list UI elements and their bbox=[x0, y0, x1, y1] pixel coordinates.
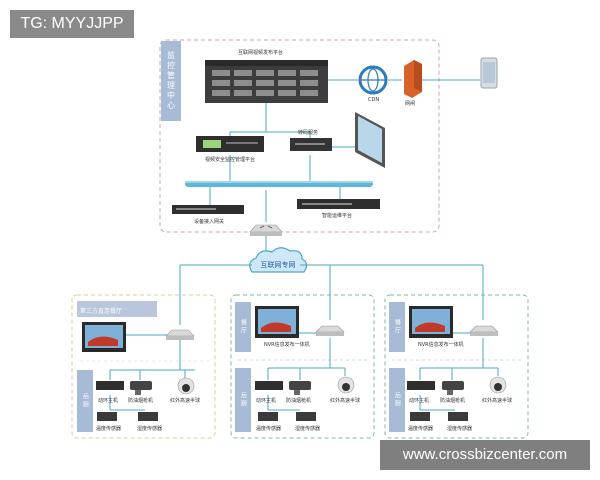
site2-sensor1-label: 温度传感器 bbox=[256, 426, 282, 432]
site3-devices bbox=[389, 302, 524, 432]
phone-icon bbox=[480, 57, 498, 89]
release-platform-label: 互联网视频发布平台 bbox=[238, 50, 284, 56]
cloud-label: 互联网专网 bbox=[260, 261, 296, 269]
site1-border bbox=[71, 294, 216, 439]
site2-border bbox=[230, 294, 375, 439]
site2-cam2-label: 红外高速半球 bbox=[330, 398, 361, 404]
access-gateway-device bbox=[172, 205, 244, 214]
access-gateway-label: 设备接入网关 bbox=[194, 219, 225, 225]
firewall-icon bbox=[404, 60, 422, 98]
site2-side-label: 后厨 bbox=[239, 392, 247, 408]
transcoding-server bbox=[290, 138, 332, 151]
site1-cam1-label: 防油烟枪机 bbox=[128, 398, 154, 404]
site1-nvr-label: 动环主机 bbox=[98, 398, 119, 404]
site2-devices bbox=[235, 302, 370, 432]
site1-header: 第三方直连餐厅 bbox=[80, 308, 123, 315]
site3-video-label: NVR信息发布一体机 bbox=[418, 342, 464, 348]
site2-cam1-label: 防油烟枪机 bbox=[286, 398, 312, 404]
site3-header: 餐厅 bbox=[393, 319, 401, 335]
security-platform-device bbox=[196, 136, 264, 152]
watermark-banner: www.crossbizcenter.com bbox=[380, 440, 590, 470]
cdn-globe-icon bbox=[358, 65, 388, 95]
site3-sensor2-label: 湿度传感器 bbox=[447, 426, 473, 432]
site1-sensor1-label: 温度传感器 bbox=[96, 426, 122, 432]
ops-platform-label: 智能运维平台 bbox=[322, 213, 353, 219]
site2-sensor2-label: 湿度传感器 bbox=[295, 426, 321, 432]
gateway-label: 网闸 bbox=[405, 101, 416, 107]
site3-cam1-label: 防油烟枪机 bbox=[440, 398, 466, 404]
security-platform-label: 视频安全监控管理平台 bbox=[205, 157, 256, 163]
site1-devices bbox=[77, 301, 210, 432]
site3-side-label: 后厨 bbox=[393, 392, 401, 408]
site3-nvr-label: 动环主机 bbox=[409, 398, 430, 404]
top-side-label-bg bbox=[161, 41, 181, 121]
site3-cam2-label: 红外高速半球 bbox=[482, 398, 513, 404]
monitor-screen bbox=[355, 112, 385, 168]
site2-nvr-label: 动环主机 bbox=[256, 398, 277, 404]
core-switch-icon bbox=[249, 224, 283, 236]
site2-header: 餐厅 bbox=[239, 319, 247, 335]
site3-border bbox=[384, 294, 529, 439]
site1-side-label: 后厨 bbox=[81, 393, 89, 409]
release-platform-server bbox=[205, 60, 328, 103]
top-side-label: 监控管理中心 bbox=[166, 51, 176, 111]
transcode-server-label: 转码服务 bbox=[298, 130, 319, 136]
site1-cam2-label: 红外高速半球 bbox=[170, 398, 201, 404]
network-cloud bbox=[249, 247, 308, 273]
site3-sensor1-label: 温度传感器 bbox=[408, 426, 434, 432]
site1-sensor2-label: 湿度传感器 bbox=[137, 426, 163, 432]
telegram-tag: TG: MYYJJPP bbox=[10, 10, 134, 38]
top-region-border bbox=[159, 39, 440, 233]
cdn-label: CDN bbox=[368, 97, 380, 103]
site2-video-label: NVR信息发布一体机 bbox=[264, 342, 310, 348]
ops-platform-device bbox=[297, 199, 380, 209]
